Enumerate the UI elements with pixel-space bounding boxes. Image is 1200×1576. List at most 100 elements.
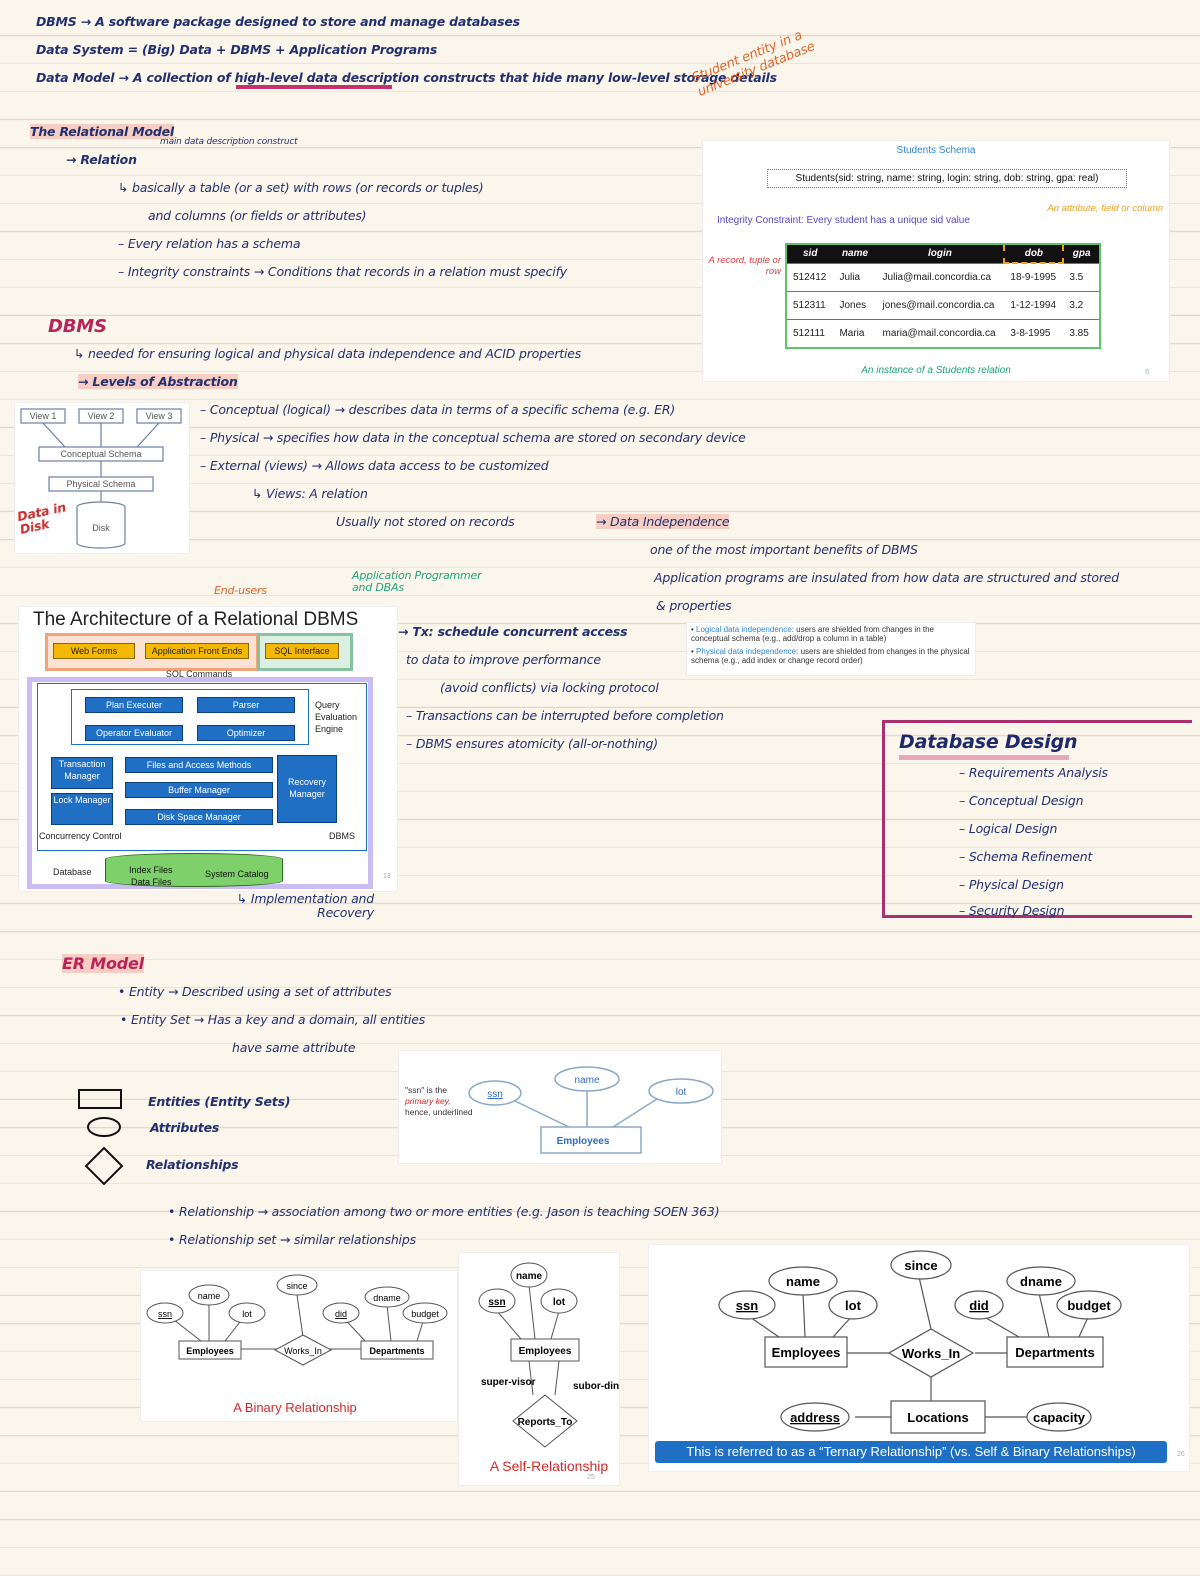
note-implementation-recovery: ↳ Implementation and Recovery bbox=[236, 891, 374, 920]
design-item-physical: – Physical Design bbox=[959, 877, 1064, 892]
slide-number: 6 bbox=[1145, 369, 1149, 376]
buffer-manager-box: Buffer Manager bbox=[125, 782, 273, 798]
ternary-relationship-card: ssn name lot since did dname budget Empl… bbox=[648, 1244, 1190, 1472]
arch-slide-number: 13 bbox=[383, 873, 391, 880]
ternary-er-svg: ssn name lot since did dname budget Empl… bbox=[718, 1250, 1122, 1434]
cell-name: Jones bbox=[833, 291, 877, 320]
ter-works-in-label: Works_In bbox=[902, 1346, 960, 1361]
ter-works-in-rel bbox=[887, 1328, 975, 1378]
ter-ssn-label: ssn bbox=[736, 1298, 758, 1313]
self-reports-to-rel bbox=[512, 1394, 578, 1448]
note-views: ↳ Views: A relation bbox=[252, 486, 368, 501]
physical-schema-label: Physical Schema bbox=[66, 479, 136, 489]
design-item-security: – Security Design bbox=[959, 903, 1065, 918]
schema-title: Students Schema bbox=[896, 145, 976, 156]
legend-relationships: Relationships bbox=[146, 1157, 239, 1172]
note-di-insulated: Application programs are insulated from … bbox=[654, 570, 1119, 585]
physical-independence-item: • Physical data independence: users are … bbox=[691, 647, 970, 665]
note-integrity-constraints: – Integrity constraints → Conditions tha… bbox=[118, 264, 567, 279]
ter-dname-attr bbox=[1006, 1266, 1076, 1296]
database-design-box: Database Design – Requirements Analysis … bbox=[882, 720, 1192, 918]
col-header-dob: dob bbox=[1003, 243, 1065, 264]
note-entity-set: • Entity Set → Has a key and a domain, a… bbox=[120, 1012, 426, 1027]
ter-address-label: address bbox=[790, 1410, 840, 1425]
bin-employees-entity bbox=[178, 1340, 242, 1360]
employees-er-svg: ssn name lot Employees bbox=[468, 1066, 714, 1154]
self-name-label: name bbox=[516, 1271, 543, 1282]
self-lot-label: lot bbox=[553, 1297, 566, 1308]
design-item-requirements: – Requirements Analysis bbox=[959, 765, 1108, 780]
relationship-diamond-icon bbox=[84, 1146, 124, 1186]
ter-departments-entity bbox=[1006, 1336, 1104, 1368]
view1-label: View 1 bbox=[29, 411, 57, 421]
self-ssn-label: ssn bbox=[488, 1297, 505, 1308]
parser-box: Parser bbox=[197, 697, 295, 713]
physical-independence-title: Physical data independence: bbox=[696, 647, 799, 656]
bin-departments-entity bbox=[360, 1340, 434, 1360]
dbms-inner-frame bbox=[37, 683, 367, 851]
bin-works-in-label: Works_In bbox=[284, 1346, 322, 1356]
ternary-caption-bar: This is referred to as a “Ternary Relati… bbox=[655, 1441, 1167, 1463]
ter-employees-entity bbox=[764, 1336, 848, 1368]
transaction-manager-box: Transaction Manager bbox=[51, 757, 113, 789]
note-physical-level: – Physical → specifies how data in the c… bbox=[200, 430, 746, 445]
ter-locations-label: Locations bbox=[907, 1410, 968, 1425]
database-label: Database bbox=[53, 867, 92, 877]
self-relationship-caption: A Self-Relationship bbox=[490, 1458, 609, 1474]
note-entity-set-cont: have same attribute bbox=[232, 1040, 356, 1055]
cell-login: maria@mail.concordia.ca bbox=[876, 319, 1005, 348]
self-relationship-card: ssn name lot Employees Reports_To super-… bbox=[458, 1252, 634, 1486]
heading-relational-model: The Relational Model bbox=[30, 124, 175, 139]
note-end-users: End-users bbox=[214, 584, 267, 597]
bin-did-attr bbox=[322, 1302, 360, 1324]
col-header-gpa: gpa bbox=[1063, 244, 1100, 263]
note-views-stored: Usually not stored on records bbox=[336, 514, 515, 529]
note-data-independence: → Data Independence bbox=[596, 514, 730, 529]
cell-name: Maria bbox=[833, 319, 877, 348]
database-cylinder bbox=[105, 853, 283, 887]
logical-independence-title: Logical data independence: bbox=[696, 625, 794, 634]
note-relation-schema: – Every relation has a schema bbox=[118, 236, 301, 251]
optimizer-box: Optimizer bbox=[197, 725, 295, 741]
query-engine-frame bbox=[71, 689, 309, 745]
supervisor-label: super-visor bbox=[481, 1377, 536, 1388]
note-tx-locking: (avoid conflicts) via locking protocol bbox=[440, 680, 659, 695]
col-header-sid: sid bbox=[786, 244, 834, 263]
ter-capacity-label: capacity bbox=[1033, 1410, 1086, 1425]
note-dbms-need: ↳ needed for ensuring logical and physic… bbox=[74, 346, 582, 361]
web-forms-box: Web Forms bbox=[53, 643, 135, 659]
cell-gpa: 3.85 bbox=[1063, 319, 1100, 348]
bin-since-attr bbox=[276, 1274, 318, 1296]
lot-attribute bbox=[648, 1078, 714, 1104]
cell-dob: 18-9-1995 bbox=[1004, 262, 1064, 292]
employees-entity-card: "ssn" is the primary key, hence, underli… bbox=[398, 1050, 722, 1164]
bin-dname-attr bbox=[364, 1286, 410, 1308]
lock-manager-box: Lock Manager bbox=[51, 793, 113, 825]
recovery-manager-box: Recovery Manager bbox=[277, 755, 337, 823]
record-label: A record, tuple or row bbox=[708, 255, 781, 277]
self-employees-entity bbox=[510, 1338, 580, 1362]
note-di-properties: & properties bbox=[656, 598, 732, 613]
ssn-attribute bbox=[468, 1080, 522, 1106]
physical-independence-desc: users are shielded from changes in the p… bbox=[691, 647, 970, 665]
design-item-schema: – Schema Refinement bbox=[959, 849, 1093, 864]
ssn-label: ssn bbox=[487, 1089, 503, 1100]
sql-commands-label: SQL Commands bbox=[165, 669, 233, 679]
cell-login: Julia@mail.concordia.ca bbox=[876, 262, 1005, 292]
pk-note-line2: primary key, bbox=[405, 1096, 451, 1106]
col-header-login: login bbox=[876, 244, 1005, 263]
note-conceptual-level: – Conceptual (logical) → describes data … bbox=[200, 402, 676, 417]
bin-lot-attr bbox=[228, 1302, 266, 1324]
col-header-name: name bbox=[833, 244, 877, 263]
design-item-conceptual: – Conceptual Design bbox=[959, 793, 1084, 808]
architecture-diagram: The Architecture of a Relational DBMS We… bbox=[18, 606, 398, 892]
note-relation: → Relation bbox=[66, 152, 137, 167]
heading-er-model: ER Model bbox=[62, 954, 144, 973]
employees-label: Employees bbox=[557, 1136, 610, 1147]
self-employees-label: Employees bbox=[519, 1346, 572, 1357]
name-label: name bbox=[574, 1075, 599, 1086]
ter-ssn-attr bbox=[718, 1290, 776, 1320]
note-app-programmer: Application Programmer and DBAs bbox=[352, 569, 482, 594]
